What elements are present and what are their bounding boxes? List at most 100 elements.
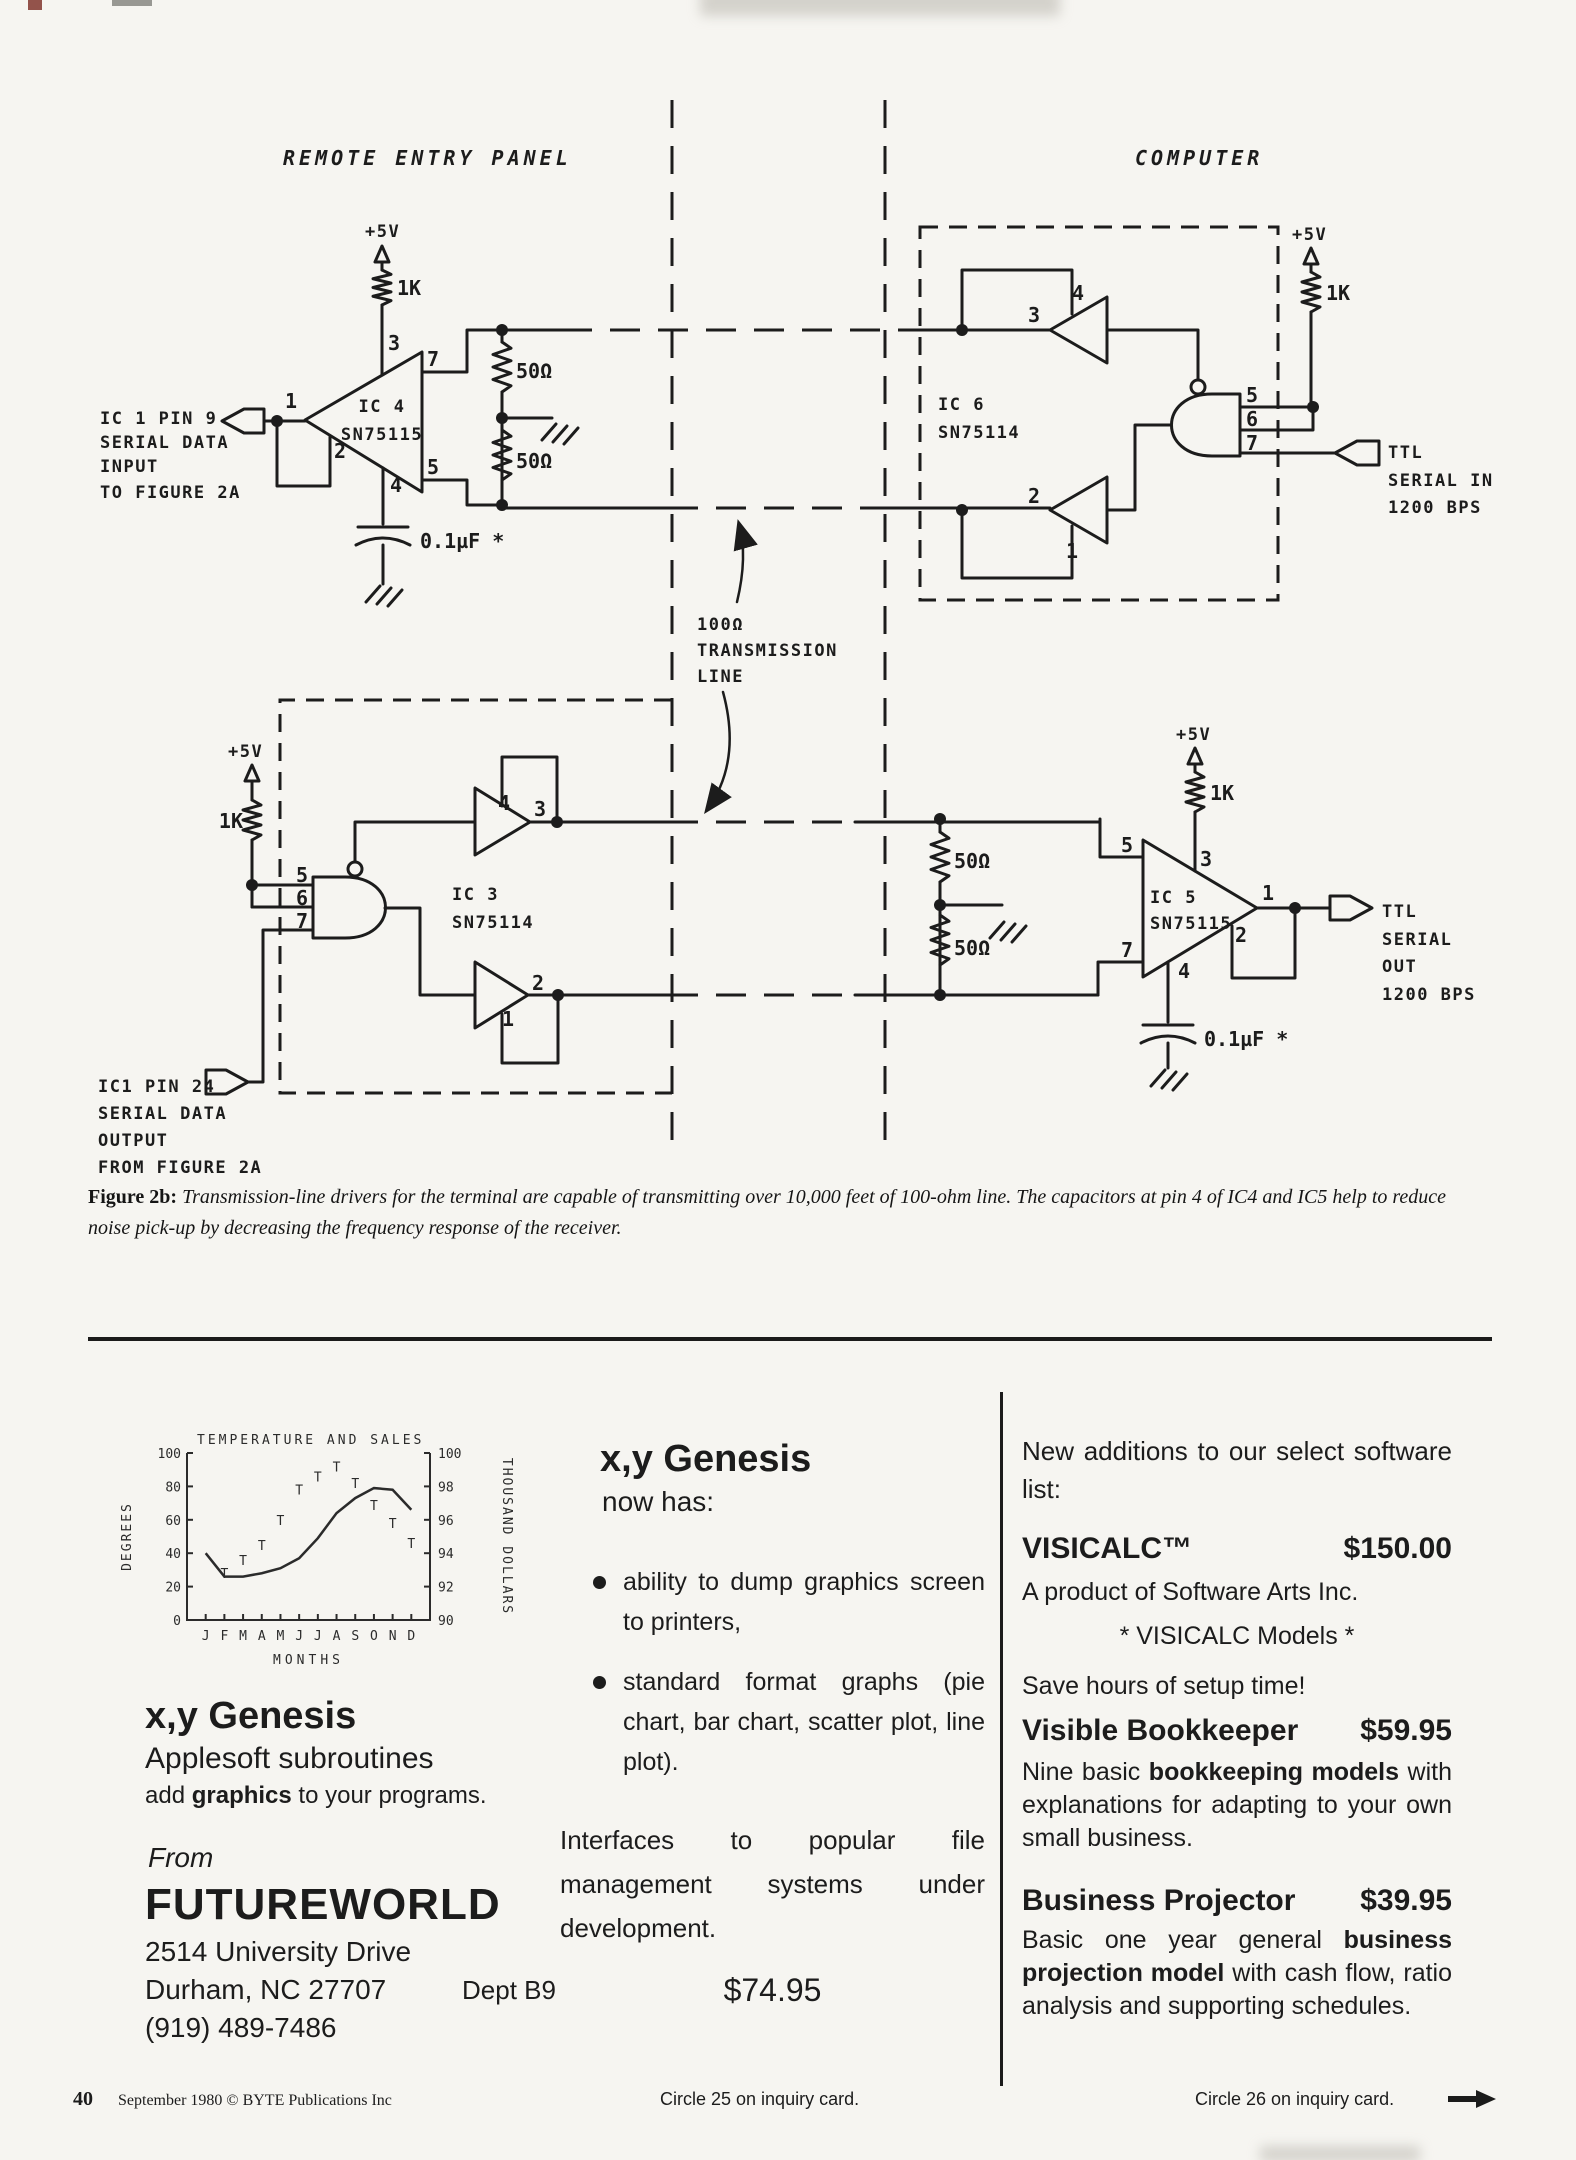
desc-pre: Basic one year general (1022, 1926, 1344, 1954)
svg-text:5: 5 (427, 455, 439, 479)
svg-text:OUTPUT: OUTPUT (98, 1131, 168, 1151)
desc-bold: bookkeeping models (1148, 1758, 1400, 1786)
svg-text:T: T (351, 1477, 359, 1492)
offpage-connector-icon (204, 1068, 250, 1096)
transmission-line-label: 100Ω TRANSMISSION LINE (697, 519, 836, 815)
svg-text:98: 98 (438, 1480, 454, 1495)
ic6-gate (1170, 392, 1242, 458)
svg-text:T: T (239, 1554, 247, 1569)
ic4-receiver: +5V 1K 3 IC 4 SN75115 1 2 7 5 50Ω 5 (100, 222, 580, 608)
svg-text:4: 4 (1072, 281, 1084, 305)
svg-text:M: M (277, 1629, 285, 1644)
svg-text:2: 2 (1028, 484, 1040, 508)
bullet2-text: standard format graphs (pie chart, bar c… (623, 1668, 985, 1776)
svg-text:J: J (202, 1629, 210, 1644)
svg-text:1: 1 (1262, 881, 1274, 905)
svg-text:80: 80 (165, 1480, 181, 1495)
bookkeeper-price: $59.95 (1360, 1714, 1452, 1747)
ic6-dashed-box (918, 225, 1280, 602)
svg-text:96: 96 (438, 1514, 454, 1529)
figure-caption-text: Transmission-line drivers for the termin… (88, 1186, 1447, 1239)
capacitor-icon (354, 525, 412, 547)
scan-mark (112, 0, 152, 6)
ic6-buffer-top (1048, 295, 1109, 365)
svg-text:4: 4 (390, 473, 402, 497)
svg-text:N: N (389, 1629, 397, 1644)
ic5-triangle (1141, 838, 1259, 979)
svg-text:100Ω: 100Ω (697, 615, 744, 635)
footer-credit: September 1980 © BYTE Publications Inc (118, 2092, 392, 2109)
svg-text:SERIAL DATA: SERIAL DATA (98, 1104, 227, 1124)
svg-text:2: 2 (532, 971, 544, 995)
svg-text:IC1 PIN 24: IC1 PIN 24 (98, 1077, 215, 1097)
svg-text:T: T (258, 1539, 266, 1554)
resistor-50-icon (929, 913, 951, 967)
column-divider (1000, 1392, 1003, 2086)
svg-text:1K: 1K (219, 809, 243, 833)
svg-text:F: F (220, 1629, 228, 1644)
ad-middle-heading: x,y Genesis (600, 1438, 812, 1480)
desc-post: with cash flow, ratio analysis and suppo… (1022, 1959, 1452, 2020)
ttl-serial-out-label: TTL SERIAL OUT 1200 BPS (1382, 902, 1474, 1005)
svg-text:SN75114: SN75114 (452, 913, 534, 933)
resistor-1k-icon (1300, 270, 1322, 314)
ic3-driver: +5V 1K 5 6 7 IC1 PIN 24 SERIAL DATA OUTP… (98, 698, 672, 1178)
ad-right-bookkeeper-row: Visible Bookkeeper $59.95 (1022, 1714, 1452, 1748)
right-arrow-icon (1448, 2090, 1496, 2108)
tagline-pre: add (145, 1782, 192, 1809)
svg-text:M: M (239, 1629, 247, 1644)
svg-text:0.1µF *: 0.1µF * (1204, 1027, 1288, 1051)
ad-middle-paragraph: Interfaces to popular file management sy… (560, 1825, 985, 1943)
ic3-dashed-box (278, 698, 672, 1095)
bookkeeper-name: Visible Bookkeeper (1022, 1714, 1299, 1747)
svg-text:7: 7 (1246, 431, 1258, 455)
svg-text:SERIAL IN: SERIAL IN (1388, 471, 1494, 491)
svg-text:S: S (351, 1629, 359, 1644)
svg-text:6: 6 (296, 886, 308, 910)
schematic-figure-2b: REMOTE ENTRY PANEL COMPUTER 100Ω TRANSMI… (98, 100, 1494, 1178)
svg-text:THOUSAND DOLLARS: THOUSAND DOLLARS (499, 1458, 514, 1615)
arrow-up (733, 519, 758, 604)
svg-text:2: 2 (334, 439, 346, 463)
scan-mark (28, 0, 42, 10)
visicalc-price: $150.00 (1343, 1532, 1452, 1565)
svg-text:2: 2 (1235, 923, 1247, 947)
svg-text:50Ω: 50Ω (516, 449, 552, 473)
temperature-sales-chart: TEMPERATURE AND SALES0204060801009092949… (120, 1433, 514, 1668)
svg-text:SERIAL: SERIAL (1382, 930, 1452, 950)
svg-text:3: 3 (388, 331, 400, 355)
svg-text:1K: 1K (1326, 281, 1350, 305)
scan-smudge (1260, 2146, 1420, 2160)
ad-right-visicalc-models: * VISICALC Models * (1119, 1622, 1355, 1650)
svg-text:0: 0 (173, 1614, 181, 1629)
svg-text:IC 5: IC 5 (1150, 888, 1197, 908)
visicalc-name: VISICALC™ (1022, 1532, 1193, 1565)
svg-text:100: 100 (158, 1447, 181, 1462)
bullet-icon (593, 1676, 606, 1689)
svg-text:T: T (389, 1517, 397, 1532)
tagline-bold: graphics (191, 1782, 292, 1809)
resistor-50-icon (491, 340, 513, 394)
ic4-triangle (303, 350, 424, 494)
scan-smudge (700, 0, 1060, 16)
svg-text:50Ω: 50Ω (954, 936, 990, 960)
svg-text:T: T (407, 1537, 415, 1552)
svg-text:O: O (370, 1629, 378, 1644)
svg-text:90: 90 (438, 1614, 454, 1629)
svg-text:IC 4: IC 4 (359, 397, 406, 417)
svg-text:+5V: +5V (1176, 725, 1211, 745)
svg-text:4: 4 (1178, 959, 1190, 983)
ad-left-subtitle: Applesoft subroutines (145, 1742, 434, 1775)
ad-left-address1: 2514 University Drive (145, 1936, 412, 1967)
ad-middle-price: $74.95 (723, 1972, 822, 2008)
svg-text:1200 BPS: 1200 BPS (1388, 498, 1482, 518)
svg-text:SN75115: SN75115 (1150, 914, 1232, 934)
desc-post: with explanations for adapting to your o… (1022, 1758, 1452, 1852)
ic3-gate (311, 875, 387, 940)
svg-text:SN75115: SN75115 (341, 425, 423, 445)
ad-middle-bullet1: ability to dump graphics screen to print… (593, 1562, 985, 1642)
figure-caption-label: Figure 2b: (88, 1186, 178, 1208)
svg-text:60: 60 (165, 1514, 181, 1529)
ad-right-visicalc-row: VISICALC™ $150.00 (1022, 1532, 1452, 1566)
ad-left-tagline: add graphics to your programs. (145, 1782, 487, 1810)
